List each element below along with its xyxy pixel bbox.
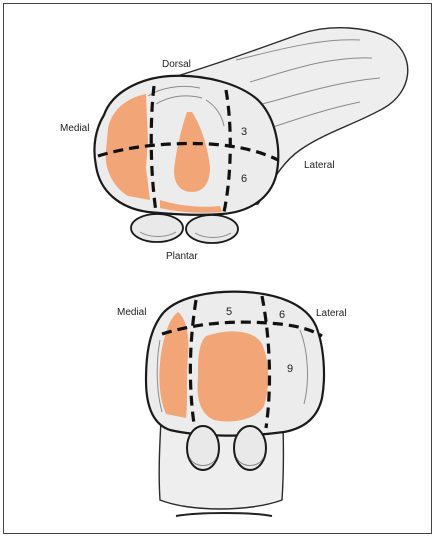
bottom-zone-5: 5 xyxy=(226,306,232,318)
top-label-plantar: Plantar xyxy=(166,251,198,262)
top-zone-6: 6 xyxy=(241,173,247,185)
bottom-label-lateral: Lateral xyxy=(316,308,347,319)
top-plantar-oval-left xyxy=(131,214,183,242)
top-plantar-oval-right xyxy=(186,215,238,243)
top-view: Dorsal Medial Lateral Plantar 3 6 xyxy=(60,28,408,262)
bottom-oval-right xyxy=(234,426,266,470)
top-label-lateral: Lateral xyxy=(304,160,335,171)
bottom-zone-6: 6 xyxy=(279,309,285,321)
bottom-lesion-central xyxy=(198,331,269,421)
bottom-oval-left xyxy=(187,426,219,470)
top-label-medial: Medial xyxy=(60,123,89,134)
bottom-label-medial: Medial xyxy=(117,307,146,318)
bottom-zone-9: 9 xyxy=(287,363,293,375)
top-label-dorsal: Dorsal xyxy=(162,59,191,70)
top-zone-3: 3 xyxy=(241,126,247,138)
bottom-view: Medial Lateral 5 6 9 xyxy=(117,292,347,516)
